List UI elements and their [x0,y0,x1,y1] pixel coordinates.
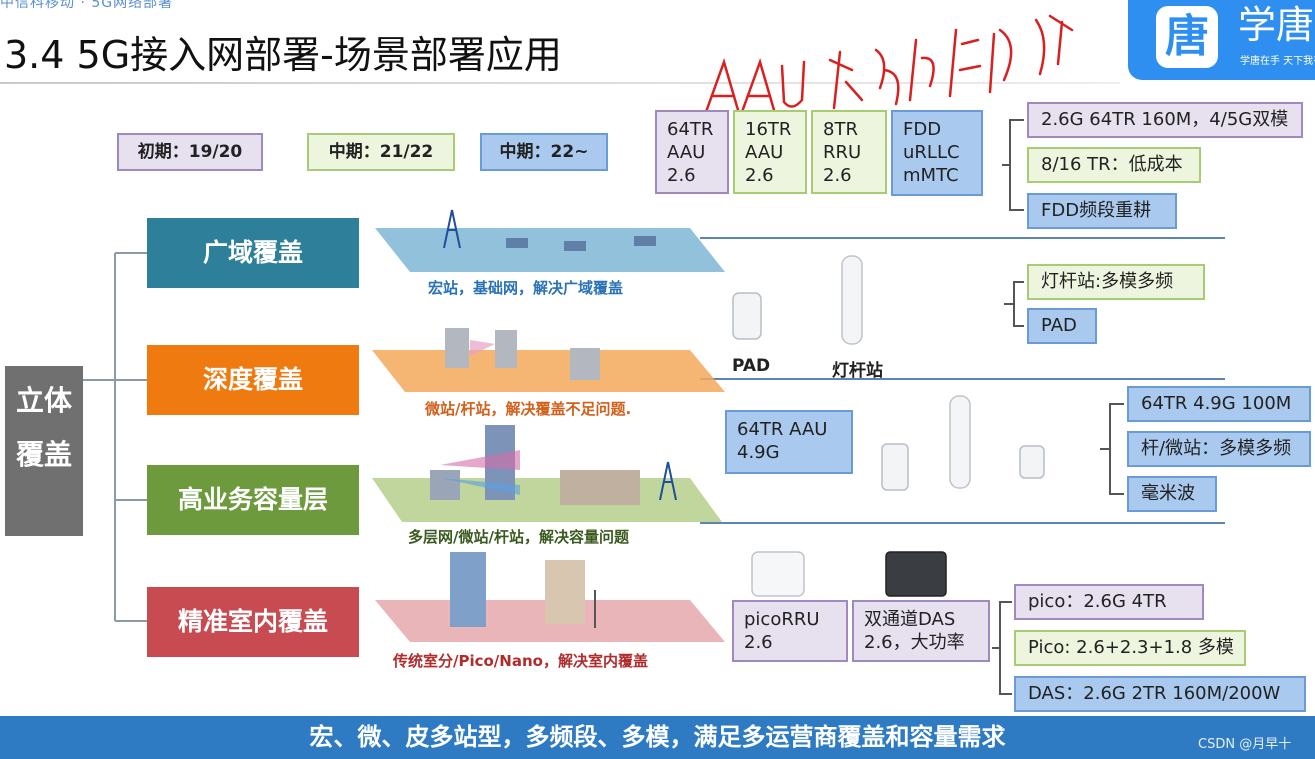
deep-right-item: PAD [1027,308,1097,344]
indoor-right-item: Pico: 2.6+2.3+1.8 多模 [1014,630,1246,666]
logo-slogan: 学唐在手 天下我有 [1240,56,1315,67]
city-buildings-icon [445,328,600,380]
slide-title: 3.4 5G接入网部署-场景部署应用 [4,33,562,77]
phase-early: 初期：19/20 [117,133,263,171]
phase-mid1: 中期：21/22 [307,133,455,171]
pole-station-label: 灯杆站 [832,361,883,381]
row-separators [700,237,1225,524]
fdd-box: FDD uRLLC mMTC [891,110,983,196]
footer-banner: 宏、微、皮多站型，多频段、多模，满足多运营商覆盖和容量需求 [0,716,1315,759]
indoor-layer-label: 传统室分/Pico/Nano，解决室内覆盖 [393,652,648,670]
top-right-item: FDD频段重耕 [1027,193,1177,229]
brand-logo[interactable]: 唐 学唐 学唐在手 天下我有 [1128,0,1315,80]
title-divider [0,82,1120,84]
mmwave-unit-icon [1019,445,1045,479]
tree-connectors [83,252,147,622]
wide-layer-label: 宏站，基础网，解决广域覆盖 [428,279,624,297]
pico-rru-icon [751,551,805,597]
pole-antenna-icon [949,395,971,489]
indoor-right-item: pico：2.6G 4TR [1014,584,1204,620]
top-strip-text: 中信科移动 · 5G网络部署 [0,0,174,11]
capacity-buildings-icon [430,425,640,505]
right-brackets [992,119,1124,695]
handwritten-annotation [704,14,1074,114]
pico-rru-box: picoRRU 2.6 [732,600,848,662]
deep-right-item: 灯杆站:多模多频 [1027,264,1205,300]
rru-8tr-box: 8TR RRU 2.6 [811,110,887,194]
capacity-layer-plane [372,478,722,522]
aau-64tr-box: 64TR AAU 2.6 [655,110,729,194]
phase-mid2: 中期：22~ [480,133,608,171]
handwritten-caption: AAU 大规模阵列天线 [780,38,789,41]
category-capacity-layer: 高业务容量层 [147,465,359,535]
pole-station-icon [841,255,863,345]
pad-label: PAD [732,356,771,376]
logo-name: 学唐 [1238,3,1315,47]
aau-16tr-box: 16TR AAU 2.6 [733,110,807,194]
top-right-item: 8/16 TR：低成本 [1027,147,1201,183]
macro-tower-icon [443,209,461,249]
deep-layer-plane [372,350,725,392]
capacity-aau-box: 64TR AAU 4.9G [725,410,853,474]
das-unit-icon [885,551,947,597]
capacity-right-item: 64TR 4.9G 100M [1127,386,1311,422]
pad-device-icon [732,292,762,340]
wide-layer-plane [375,228,725,272]
capacity-tower-icon [659,461,677,501]
solid-coverage-label: 立体 覆盖 [5,366,83,536]
capacity-right-item: 杆/微站：多模多频 [1127,431,1311,467]
das-box: 双通道DAS 2.6，大功率 [852,600,990,662]
logo-mark-icon: 唐 [1156,6,1218,68]
category-wide-coverage: 广域覆盖 [147,218,359,288]
capacity-layer-label: 多层网/微站/杆站，解决容量问题 [408,528,629,546]
capacity-right-item: 毫米波 [1127,476,1217,512]
signal-beam-icon [470,340,495,356]
category-indoor-coverage: 精准室内覆盖 [147,587,359,657]
micro-station-icon [881,443,909,491]
deep-layer-label: 微站/杆站，解决覆盖不足问题. [425,400,632,418]
category-deep-coverage: 深度覆盖 [147,345,359,415]
house-cluster-icon [506,236,656,251]
watermark: CSDN @月早十 [1198,737,1292,752]
indoor-right-item: DAS：2.6G 2TR 160M/200W [1014,676,1306,712]
indoor-buildings-icon [450,552,596,628]
top-right-item: 2.6G 64TR 160M，4/5G双模 [1027,102,1303,138]
